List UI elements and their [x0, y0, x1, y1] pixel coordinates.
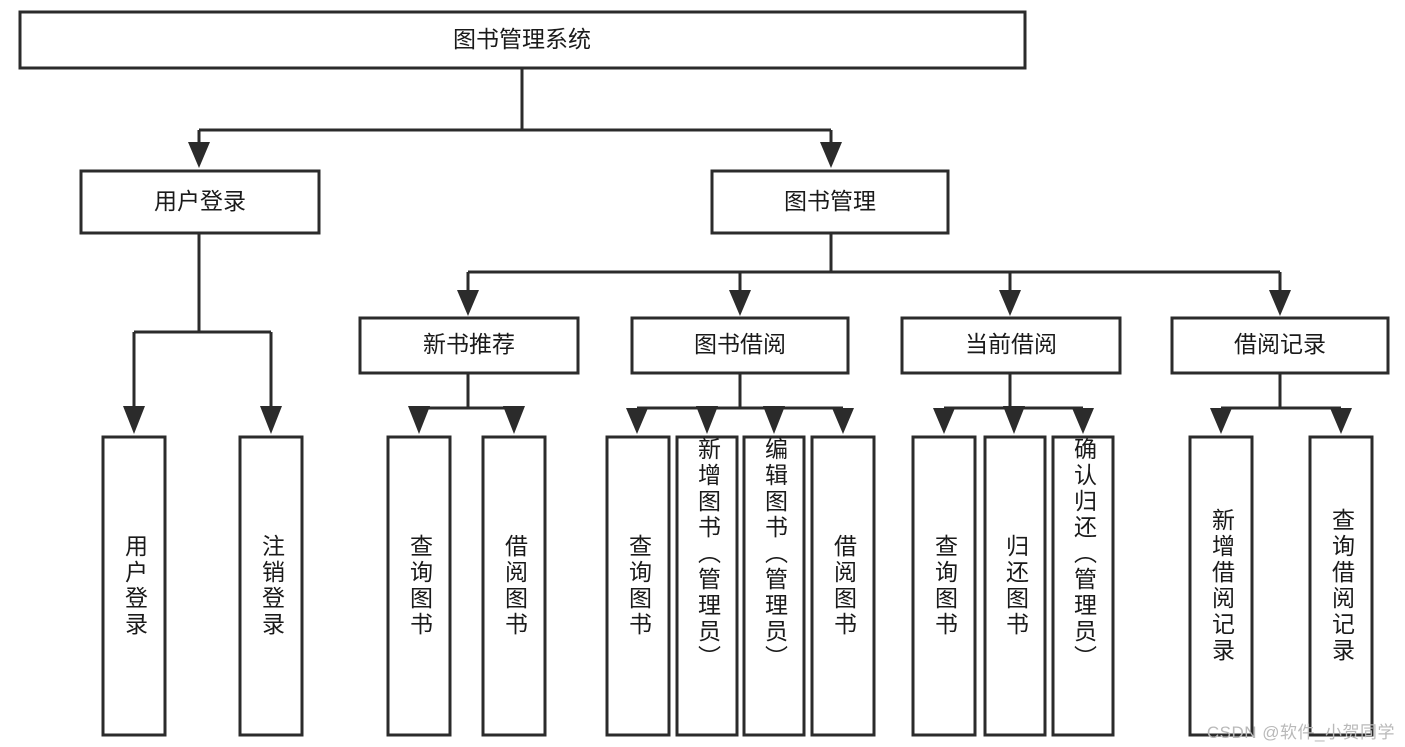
node-book-manage-box[interactable]	[710, 169, 950, 235]
node-recommend-borrow-book-box[interactable]	[481, 435, 547, 737]
node-new-book-recommend-label: 新书推荐	[423, 331, 515, 357]
arrow-root-to-userlogin-icon	[188, 142, 210, 168]
connector-group	[123, 68, 1352, 434]
node-borrow-record[interactable]: 借阅记录	[1170, 316, 1390, 375]
node-current-confirm-return-box[interactable]	[1051, 435, 1115, 737]
node-root-box[interactable]	[18, 10, 1027, 70]
node-borrow-edit-book-box[interactable]	[742, 435, 806, 737]
node-user-login-do-box[interactable]	[101, 435, 167, 737]
arrow-record-l2-icon	[1330, 408, 1352, 434]
node-new-book-recommend-box[interactable]	[358, 316, 580, 375]
node-current-borrow-box[interactable]	[900, 316, 1122, 375]
node-current-query-book-box[interactable]	[911, 435, 977, 737]
arrow-borrow-l1-icon	[626, 408, 648, 434]
arrow-record-l1-icon	[1210, 408, 1232, 434]
node-new-book-recommend[interactable]: 新书推荐	[358, 316, 580, 375]
arrow-borrow-l3-icon	[763, 406, 785, 434]
arrow-borrow-l2-icon	[696, 406, 718, 434]
node-borrow-borrow-book-box[interactable]	[810, 435, 876, 737]
node-borrow-query-book-box[interactable]	[605, 435, 671, 737]
arrow-recommend-l2-icon	[503, 406, 525, 434]
arrow-borrow-l4-icon	[832, 408, 854, 434]
watermark-label: CSDN @软件_小贺同学	[1206, 723, 1395, 742]
arrow-bm-to-current-icon	[999, 290, 1021, 316]
node-record-query-box[interactable]	[1308, 435, 1374, 737]
node-user-login-label: 用户登录	[154, 188, 246, 214]
leaf-box-group	[101, 435, 1374, 737]
node-root[interactable]: 图书管理系统	[18, 10, 1027, 70]
node-user-logout-box[interactable]	[238, 435, 304, 737]
node-current-return-book-box[interactable]	[983, 435, 1047, 737]
arrow-current-l1-icon	[933, 408, 955, 434]
node-user-login-box[interactable]	[79, 169, 321, 235]
arrow-userlogin-left-icon	[123, 406, 145, 434]
node-book-borrow[interactable]: 图书借阅	[630, 316, 850, 375]
node-user-login[interactable]: 用户登录	[79, 169, 321, 235]
node-book-borrow-label: 图书借阅	[694, 331, 786, 357]
node-borrow-record-label: 借阅记录	[1234, 331, 1326, 357]
node-current-borrow-label: 当前借阅	[965, 331, 1057, 357]
node-recommend-query-book-box[interactable]	[386, 435, 452, 737]
node-book-manage-label: 图书管理	[784, 188, 876, 214]
node-borrow-add-book-box[interactable]	[675, 435, 739, 737]
arrow-bm-to-record-icon	[1269, 290, 1291, 316]
arrow-bm-to-recommend-icon	[457, 290, 479, 316]
arrow-root-to-bookmanage-icon	[820, 142, 842, 168]
arrow-userlogin-right-icon	[260, 406, 282, 434]
node-root-label: 图书管理系统	[453, 26, 591, 52]
arrow-recommend-l1-icon	[408, 406, 430, 434]
node-book-manage[interactable]: 图书管理	[710, 169, 950, 235]
arrow-current-l2-icon	[1003, 406, 1025, 434]
arrow-current-l3-icon	[1072, 408, 1094, 434]
node-borrow-record-box[interactable]	[1170, 316, 1390, 375]
arrow-bm-to-borrow-icon	[729, 290, 751, 316]
node-record-add-box[interactable]	[1188, 435, 1254, 737]
node-current-borrow[interactable]: 当前借阅	[900, 316, 1122, 375]
node-book-borrow-box[interactable]	[630, 316, 850, 375]
